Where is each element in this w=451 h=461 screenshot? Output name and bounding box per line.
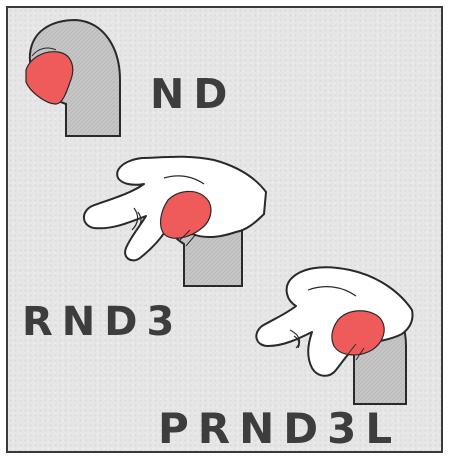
shift-range-label-nd: ND <box>150 74 236 115</box>
panel-rnd3-hand <box>84 157 266 286</box>
diagram-frame: ND RND3 PRND3L <box>6 6 443 453</box>
shift-range-label-prnd3l: PRND3L <box>158 408 401 450</box>
panel-prnd3l-hand <box>256 267 412 404</box>
shift-range-label-rnd3: RND3 <box>22 302 183 342</box>
panel-nd-knob <box>26 20 120 136</box>
